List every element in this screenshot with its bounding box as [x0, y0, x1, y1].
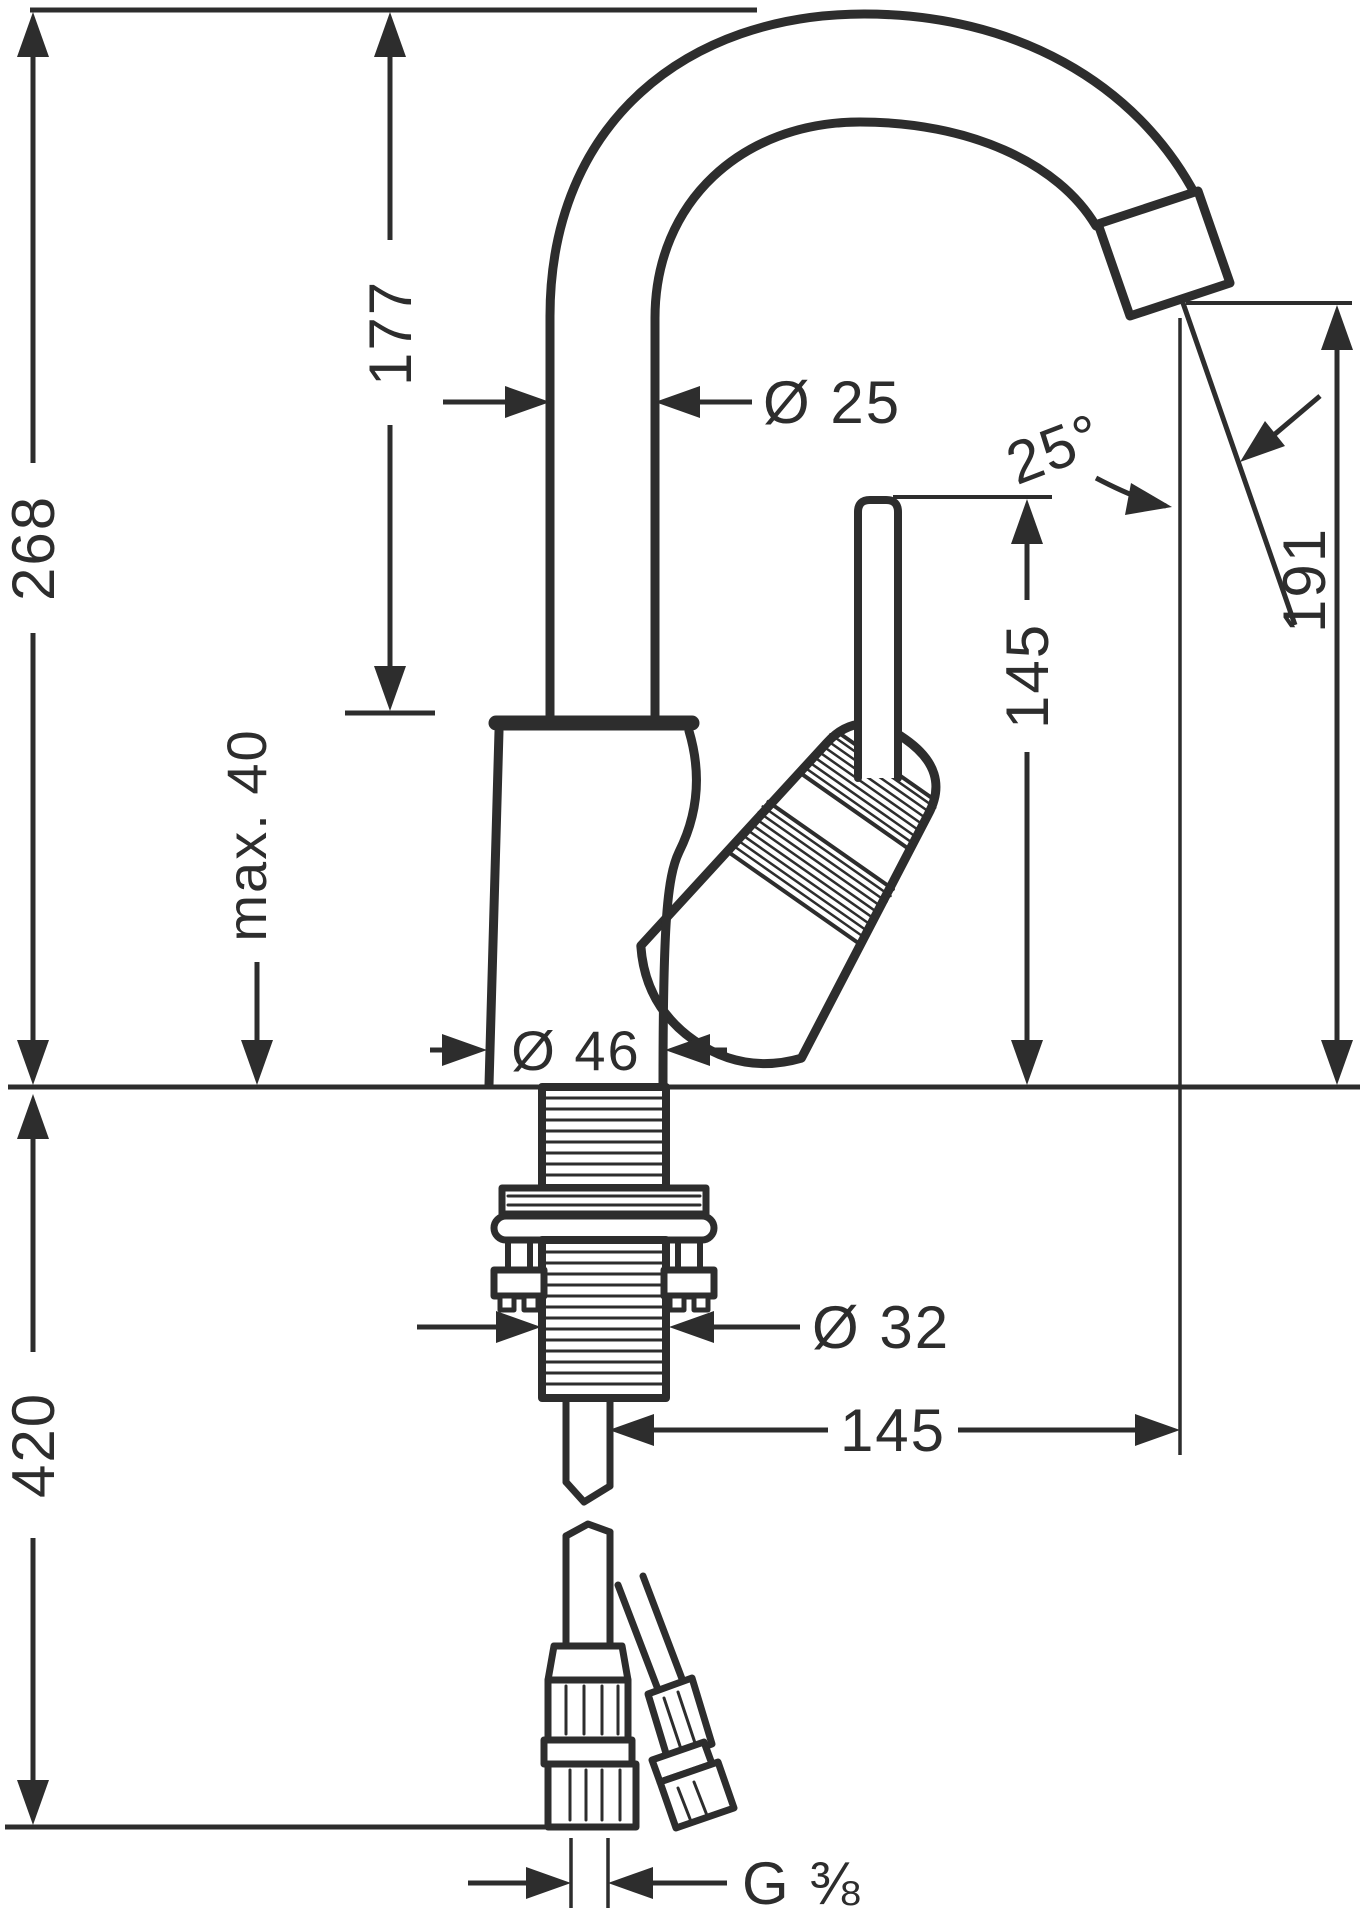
arrow-d46-right — [665, 1034, 710, 1066]
dim-label-mounting-hole-diameter: Ø 32 — [812, 1294, 950, 1361]
arrow-145h-right — [1135, 1414, 1180, 1446]
arrow-420-bottom — [17, 1780, 49, 1825]
dim-label-counter-thickness: max. 40 — [215, 728, 278, 941]
arrow-g38-right — [608, 1867, 653, 1899]
dim-label-spout-tube-diameter: Ø 25 — [763, 369, 901, 436]
arrow-d25-left — [505, 386, 550, 418]
arrow-g38-left — [526, 1867, 571, 1899]
seal-washer-lines — [506, 1194, 702, 1207]
clamp-bolt-head-left — [490, 1266, 548, 1300]
clamp-foot-right-a — [667, 1293, 687, 1313]
shank-upper-threads — [544, 1096, 664, 1177]
arrow-d32-right — [669, 1311, 714, 1343]
hose-branch-tube — [614, 1572, 691, 1704]
hose-lower-segment — [562, 1528, 614, 1652]
dim-label-spout-clearance: 177 — [357, 280, 424, 386]
dim-label-total-height: 268 — [0, 495, 67, 601]
clamp-foot-right-b — [691, 1293, 711, 1313]
dim-label-supply-connection: G ⅜ — [742, 1850, 861, 1917]
arrow-177-top — [374, 12, 406, 57]
arrow-145v-bottom — [1011, 1040, 1043, 1085]
outlet-flow-direction-line — [1180, 302, 1298, 626]
arrow-268-bottom — [17, 1040, 49, 1085]
clamp-foot-left-a — [497, 1293, 517, 1313]
handle-lever-rod — [854, 496, 902, 782]
branch-crimp-ribs — [662, 1690, 698, 1754]
arrow-177-bottom — [374, 666, 406, 711]
crimp-band-ribs — [564, 1684, 620, 1736]
hose-ferrule — [544, 1642, 632, 1684]
hose-crimp-band — [544, 1676, 632, 1744]
arrow-d32-left — [496, 1311, 541, 1343]
dim-label-below-deck-length: 420 — [0, 1392, 67, 1498]
faucet-figure — [484, 9, 1235, 1832]
arrow-420-top — [17, 1094, 49, 1139]
connection-nut — [544, 1760, 640, 1831]
supply-hoses — [540, 1394, 738, 1832]
arrow-145v-top — [1011, 499, 1043, 544]
shank-lower-threads — [544, 1250, 664, 1386]
aerator-outlet — [1093, 186, 1235, 321]
hose-collar — [540, 1736, 636, 1768]
clamp-bolt-shafts — [505, 1237, 703, 1273]
arrow-angle-on-flow-line — [1240, 421, 1285, 462]
dimension-arrowheads — [17, 12, 1353, 1899]
spout-inner-contour — [650, 117, 1101, 731]
arrow-268-top — [17, 12, 49, 57]
handle-grip-section-lines — [727, 730, 937, 946]
arrow-191-bottom — [1321, 1040, 1353, 1085]
clamp-bolt-head-right — [660, 1266, 718, 1300]
arrow-191-top — [1321, 305, 1353, 350]
dimension-labels: 268 177 max. 40 420 Ø 25 25° 191 145 Ø 4… — [0, 280, 1338, 1917]
dim-label-handle-height: 145 — [994, 623, 1061, 729]
branch-nut — [656, 1758, 738, 1832]
dim-label-outlet-height: 191 — [1271, 527, 1338, 633]
hose-break-upper-edge — [562, 1478, 614, 1506]
handle-grip-hatching-band1 — [733, 805, 892, 938]
hose-break-lower-edge — [562, 1520, 614, 1540]
branch-nut-ribs — [676, 1780, 710, 1826]
arrow-angle-leader — [1125, 483, 1172, 515]
clamp-foot-left-b — [521, 1293, 541, 1313]
body-right-edge — [658, 726, 701, 1090]
thread-extension-ticks — [569, 1838, 610, 1908]
seal-washer — [498, 1184, 710, 1218]
reference-lines — [5, 7, 1360, 1908]
arrow-d25-right — [655, 386, 700, 418]
arrow-d46-left — [442, 1034, 487, 1066]
connection-nut-ribs — [568, 1768, 622, 1822]
arrow-max40 — [241, 1040, 273, 1085]
shank-upper-thread-body — [538, 1083, 670, 1192]
dim-label-spout-reach: 145 — [840, 1397, 946, 1464]
handle-grip-hatching-band2 — [805, 733, 937, 844]
dimension-lines — [30, 57, 1340, 1886]
dim-label-spout-outlet-angle: 25° — [997, 400, 1111, 497]
body-left-edge — [484, 726, 504, 1090]
arrow-145h-left — [609, 1414, 654, 1446]
dim-label-body-diameter: Ø 46 — [511, 1019, 640, 1082]
angle-leader-line — [1266, 394, 1322, 442]
spout-outer-contour — [545, 9, 1201, 731]
mounting-shank — [490, 1083, 718, 1402]
hose-upper-segment — [562, 1394, 614, 1490]
